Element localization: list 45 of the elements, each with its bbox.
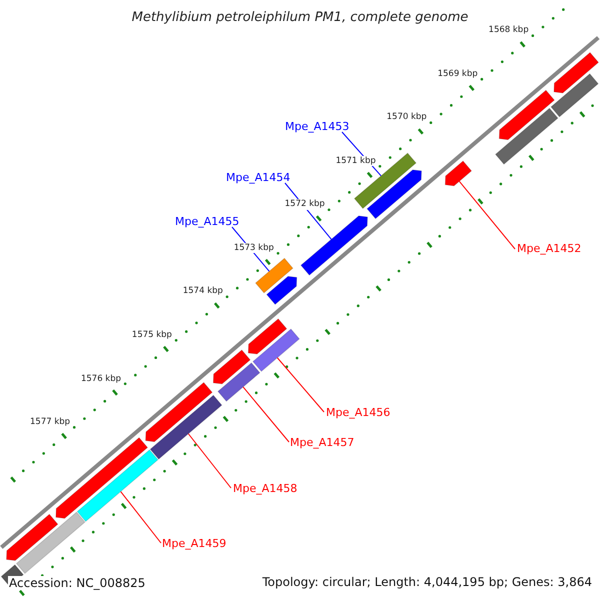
- genome-info-text: Topology: circular; Length: 4,044,195 bp; Genes: 3,864: [262, 576, 592, 588]
- gene-label: Mpe_A1452: [517, 243, 582, 254]
- gene-label: Mpe_A1459: [162, 538, 226, 549]
- gene-label: Mpe_A1454: [226, 172, 290, 183]
- gene-bar: [252, 328, 300, 372]
- leader-line: [120, 491, 162, 544]
- gene-bar: [76, 449, 158, 522]
- gene-bar: [494, 108, 558, 165]
- gene-feature: [248, 318, 288, 354]
- leader-line: [276, 357, 324, 412]
- scale-label: 1574 kbp: [182, 286, 224, 297]
- scale-label: 1573 kbp: [232, 242, 275, 254]
- gene-feature: [266, 276, 298, 305]
- gene-feature: [444, 160, 472, 186]
- title: Methylibium petroleiphilum PM1, complete genome: [132, 11, 468, 24]
- scale-label: 1576 kbp: [80, 374, 122, 384]
- gene-bar: [254, 258, 294, 294]
- gene-feature: [6, 514, 58, 561]
- gene-label: Mpe_A1458: [233, 483, 298, 494]
- scale-label: 1570 kbp: [386, 112, 428, 123]
- gene-label: Mpe_A1456: [326, 407, 390, 418]
- accession-text: Accession: NC_008825: [8, 576, 146, 590]
- scale-label: 1572 kbp: [284, 199, 326, 210]
- gene-label: Mpe_A1457: [290, 437, 354, 448]
- gene-bar: [550, 73, 599, 118]
- gene-feature: [55, 437, 148, 519]
- scale-label: 1571 kbp: [334, 156, 377, 166]
- scale-label: 1575 kbp: [130, 330, 173, 340]
- scale-label: 1577 kbp: [29, 417, 72, 428]
- gene-feature: [366, 169, 422, 220]
- leader-line: [458, 180, 516, 250]
- gene-feature: [145, 382, 213, 442]
- leader-line: [188, 433, 232, 488]
- gene-bar: [217, 362, 260, 402]
- gene-feature: [554, 52, 600, 94]
- gene-feature: [300, 216, 368, 276]
- gene-bar: [16, 512, 86, 574]
- gene-label: Mpe_A1455: [175, 216, 240, 227]
- gene-label: Mpe_A1453: [285, 121, 350, 132]
- leader-line: [242, 386, 290, 442]
- gene-feature: [212, 349, 251, 384]
- gene-bar: [150, 394, 222, 460]
- scale-label: 1569 kbp: [436, 68, 479, 80]
- gene-feature: [498, 90, 555, 140]
- scale-label: 1568 kbp: [488, 25, 530, 36]
